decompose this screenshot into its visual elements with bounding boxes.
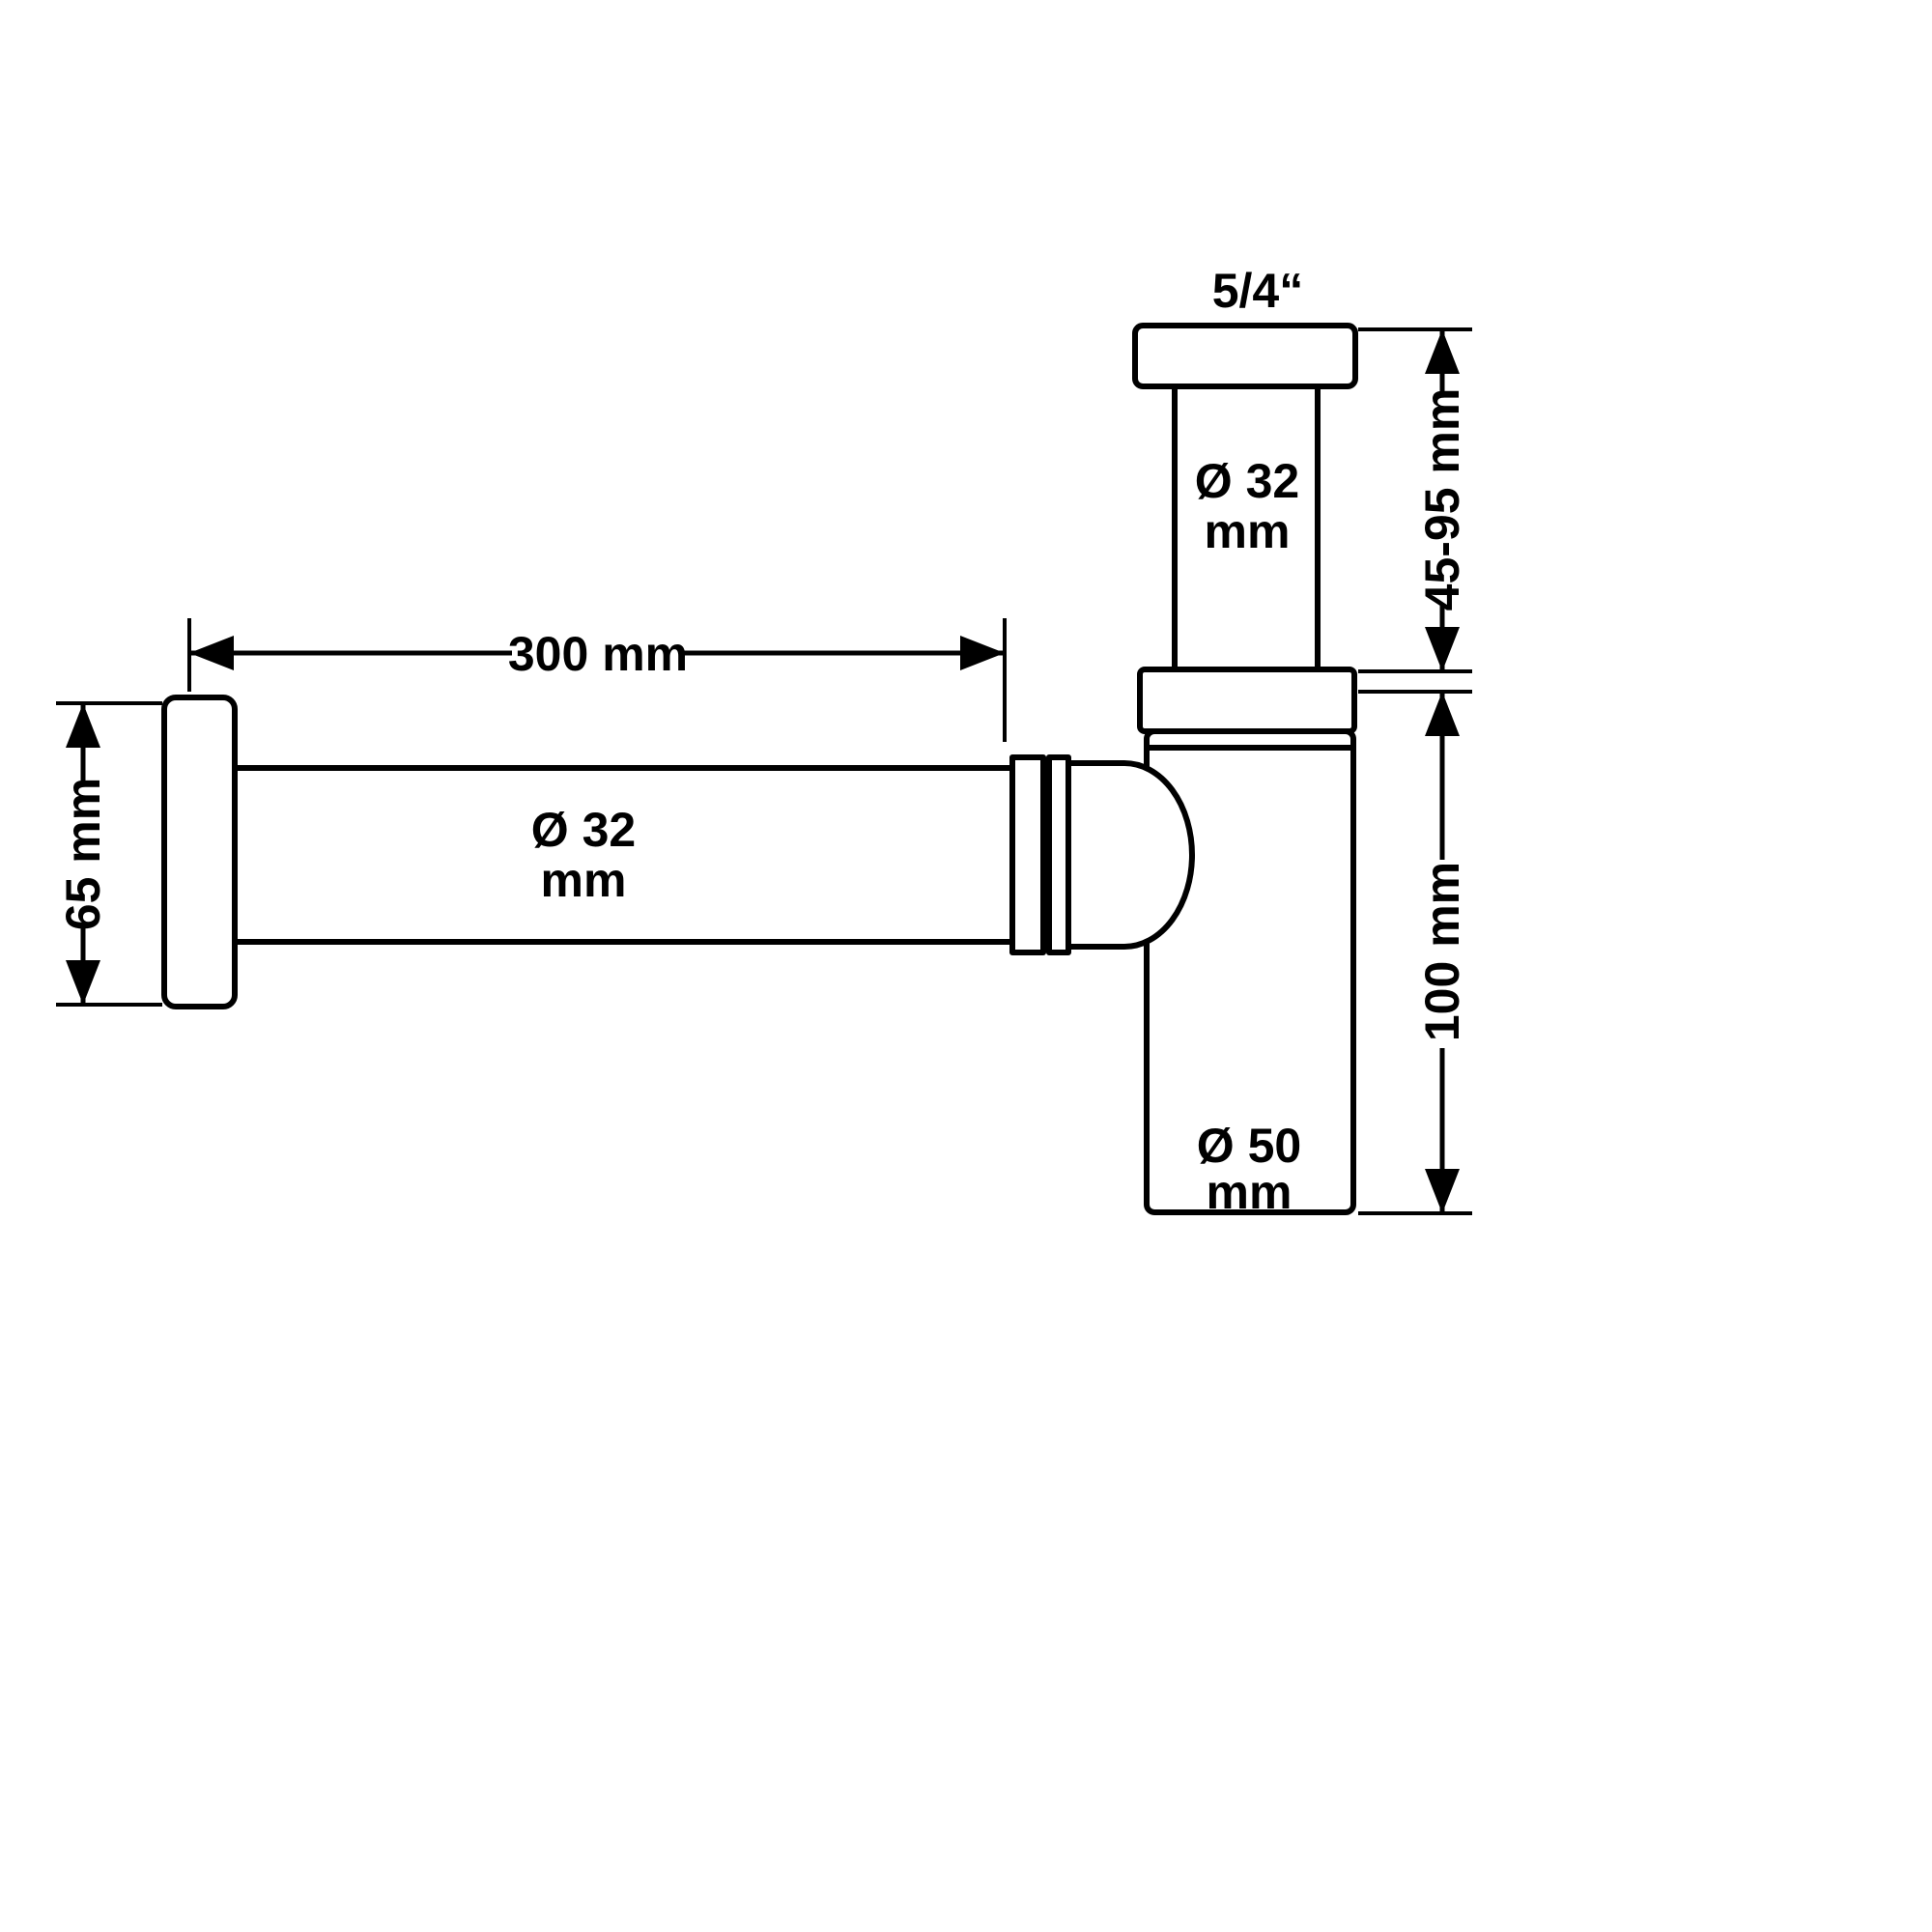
- body-diameter-label-line1: Ø 50: [1197, 1119, 1301, 1173]
- dimension-body-height: 100 mm: [1358, 690, 1472, 1215]
- dimension-pipe-length: 300 mm: [187, 618, 1007, 742]
- trap-assembly: [1065, 728, 1356, 1215]
- inlet-pipe-assembly: 5/4“ Ø 32 mm: [1132, 264, 1358, 734]
- dim-pipe-length-arrow-left: [189, 636, 234, 670]
- outlet-pipe-diameter-label-line2: mm: [541, 853, 627, 907]
- dimension-inlet-height: 45-95 mm: [1358, 327, 1472, 673]
- dim-rosette-arrow-up: [66, 703, 100, 748]
- dim-rosette-arrow-down: [66, 960, 100, 1005]
- outlet-pipe-assembly: Ø 32 mm: [161, 695, 1071, 1009]
- dim-pipe-length-label: 300 mm: [508, 627, 688, 681]
- wall-rosette: [161, 695, 238, 1009]
- pipe-nut-ring-1: [1009, 754, 1046, 955]
- dim-inlet-arrow-up: [1425, 329, 1460, 374]
- dim-body-arrow-down: [1425, 1169, 1460, 1213]
- inlet-top-flange: [1132, 323, 1358, 389]
- body-diameter-label-line2: mm: [1207, 1165, 1293, 1219]
- dim-inlet-label: 45-95 mm: [1415, 388, 1469, 611]
- elbow-fitting: [1065, 760, 1195, 950]
- dim-inlet-arrow-down: [1425, 627, 1460, 671]
- inlet-pipe: [1172, 383, 1321, 674]
- thread-size-label: 5/4“: [1212, 264, 1304, 318]
- pipe-nut-ring-2: [1046, 754, 1071, 955]
- inlet-pipe-diameter-label-line1: Ø 32: [1195, 454, 1299, 508]
- inlet-pipe-diameter-label-line2: mm: [1205, 504, 1291, 558]
- dim-pipe-length-arrow-right: [960, 636, 1005, 670]
- inlet-compression-nut: [1137, 667, 1357, 734]
- dimension-rosette-height: 65 mm: [56, 701, 162, 1007]
- dim-body-arrow-up: [1425, 692, 1460, 736]
- outlet-pipe-diameter-label-line1: Ø 32: [531, 803, 636, 857]
- dim-body-label: 100 mm: [1415, 862, 1469, 1041]
- dim-rosette-label: 65 mm: [56, 778, 110, 930]
